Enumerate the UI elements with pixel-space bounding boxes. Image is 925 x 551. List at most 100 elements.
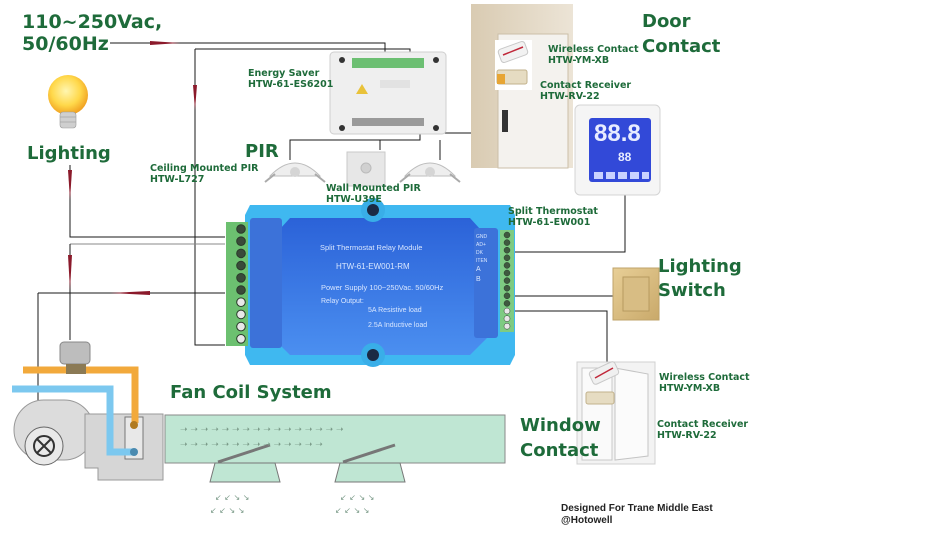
wall-pir-icon — [346, 151, 386, 187]
door-wireless-contact-name: Wireless Contact — [548, 44, 639, 55]
terminal-label: A — [476, 266, 481, 273]
door-wireless-contact-model: HTW-YM-XB — [548, 54, 610, 66]
terminal-screw — [503, 239, 511, 246]
arrow-marker — [110, 291, 150, 295]
arrow-marker — [150, 41, 180, 45]
svg-text:↙ ↙ ↘ ↘: ↙ ↙ ↘ ↘ — [210, 506, 244, 515]
lighting-label: Lighting — [27, 143, 111, 164]
thermostat-wire — [507, 192, 626, 253]
wire-arrows — [68, 41, 197, 295]
terminal-label: B — [476, 276, 481, 283]
relay-module-model: HTW-61-EW001-RM — [336, 262, 410, 271]
relay-module-right-terminal-labels: GND AD+ DK ITEN A B — [476, 233, 487, 285]
credit: Designed For Trane Middle East @Hotowell — [561, 503, 713, 527]
terminal-screw — [503, 254, 511, 262]
terminal-screw — [503, 277, 511, 284]
terminal-label: GND — [476, 234, 488, 240]
thermostat-display: 88.8 — [594, 120, 641, 147]
relay-module-rating-resistive: 5A Resistive load — [368, 307, 422, 314]
ceiling-pir-model: HTW-L727 — [150, 173, 205, 185]
terminal-screw — [236, 248, 246, 259]
terminal-label: ITEN — [476, 258, 488, 264]
door-contact-title: Door Contact — [642, 9, 720, 59]
light-bulb-icon — [48, 75, 88, 129]
window-photo — [576, 361, 656, 465]
relay-module — [245, 198, 515, 367]
terminal-screw — [503, 315, 511, 322]
terminal-screw — [236, 334, 246, 344]
terminal-label: DK — [476, 250, 483, 256]
ceiling-pir-drop — [194, 49, 225, 346]
terminal-screw — [503, 269, 511, 277]
arrow-marker — [68, 170, 72, 200]
terminal-screw — [236, 297, 246, 308]
fan-coil-system — [12, 341, 506, 483]
power-voltage: 110~250Vac, — [22, 11, 163, 33]
terminal-screw — [236, 236, 246, 246]
lighting-switch-title-line1: Lighting — [658, 256, 742, 277]
window-contact-receiver-name: Contact Receiver — [657, 419, 749, 430]
terminal-screw — [236, 321, 246, 332]
thermostat-device — [574, 104, 661, 196]
window-wireless-contact-name: Wireless Contact — [659, 372, 750, 383]
lighting-switch-title: Lighting Switch — [658, 255, 742, 304]
terminal-screw — [236, 260, 246, 271]
window-wireless-contact-label: Wireless Contact HTW-YM-XB — [659, 372, 750, 395]
window-contact-receiver-model: HTW-RV-22 — [657, 429, 717, 441]
svg-text:➝ ➝ ➝ ➝ ➝ ➝ ➝ ➝ ➝ ➝ ➝ ➝: ➝ ➝ ➝ ➝ ➝ ➝ ➝ ➝ ➝ ➝ ➝ ➝ ➝ ➝ ➝ ➝ — [180, 425, 344, 435]
relay-module-rating-inductive: 2.5A Inductive load — [368, 322, 428, 329]
terminal-screw — [236, 224, 246, 234]
ceiling-pir-name: Ceiling Mounted PIR — [150, 163, 259, 174]
wall-pir-model: HTW-U39E — [326, 193, 382, 205]
energy-saver-label: Energy Saver HTW-61-ES6201 — [248, 68, 333, 91]
lighting-switch-device — [612, 267, 660, 321]
ceiling-pir-right-icon — [399, 162, 461, 183]
pir-title: PIR — [245, 141, 279, 162]
terminal-screw — [503, 307, 511, 315]
power-frequency: 50/60Hz — [22, 32, 109, 55]
terminal-screw — [236, 309, 246, 320]
terminal-screw — [236, 285, 246, 295]
energy-saver-name: Energy Saver — [248, 68, 320, 79]
power-spec: 110~250Vac, 50/60Hz — [22, 11, 163, 56]
es-pir-wire — [379, 140, 441, 160]
wall-pir-label: Wall Mounted PIR HTW-U39E — [326, 183, 421, 206]
svg-text:↙ ↙ ↘ ↘: ↙ ↙ ↘ ↘ — [335, 506, 369, 515]
terminal-screw — [503, 322, 511, 330]
svg-text:➝ ➝ ➝ ➝ ➝ ➝ ➝ ➝ ➝ ➝ ➝: ➝ ➝ ➝ ➝ ➝ ➝ ➝ ➝ ➝ ➝ ➝ ➝ ➝ ➝ — [180, 440, 323, 450]
credit-line2: @Hotowell — [561, 515, 613, 526]
fan-coil-label: Fan Coil System — [170, 382, 332, 403]
thermostat-model: HTW-61-EW001 — [508, 216, 591, 228]
window-wire — [507, 310, 608, 370]
terminal-label: AD+ — [476, 242, 486, 248]
window-contact-title: Window Contact — [520, 413, 601, 463]
door-photo — [471, 4, 573, 169]
window-contact-title-line1: Window — [520, 415, 601, 436]
credit-line1: Designed For Trane Middle East — [561, 503, 713, 514]
door-contact-receiver-label: Contact Receiver HTW-RV-22 — [540, 80, 632, 103]
door-contact-title-line2: Contact — [642, 36, 721, 58]
terminal-screw — [503, 284, 511, 292]
terminal-screw — [503, 262, 511, 269]
window-contact-receiver-label: Contact Receiver HTW-RV-22 — [657, 419, 749, 442]
arrow-marker — [68, 255, 72, 290]
relay-module-output-label: Relay Output: — [321, 298, 364, 305]
thermostat-label: Split Thermostat HTW-61-EW001 — [508, 206, 598, 229]
airflow-arrows: ➝ ➝ ➝ ➝ ➝ ➝ ➝ ➝ ➝ ➝ ➝ ➝ ➝ ➝ ➝ ➝ ➝ ➝ ➝ ➝ … — [180, 425, 374, 515]
window-wireless-contact-model: HTW-YM-XB — [659, 382, 721, 394]
window-contact-title-line2: Contact — [520, 440, 599, 462]
relay-module-title: Split Thermostat Relay Module — [320, 243, 423, 252]
thermostat-name: Split Thermostat — [508, 206, 598, 217]
terminal-screw — [503, 246, 511, 254]
terminal-screw — [503, 292, 511, 300]
thermostat-display-small: 88 — [618, 150, 632, 164]
door-contact-title-line1: Door — [642, 11, 691, 32]
terminal-screw — [503, 300, 511, 307]
door-contact-receiver-name: Contact Receiver — [540, 80, 632, 91]
ceiling-pir-left-icon — [264, 162, 326, 183]
terminal-screw — [236, 273, 246, 283]
door-contact-receiver-model: HTW-RV-22 — [540, 90, 600, 102]
arrow-marker — [193, 85, 197, 110]
door-wireless-contact-label: Wireless Contact HTW-YM-XB — [548, 44, 639, 67]
